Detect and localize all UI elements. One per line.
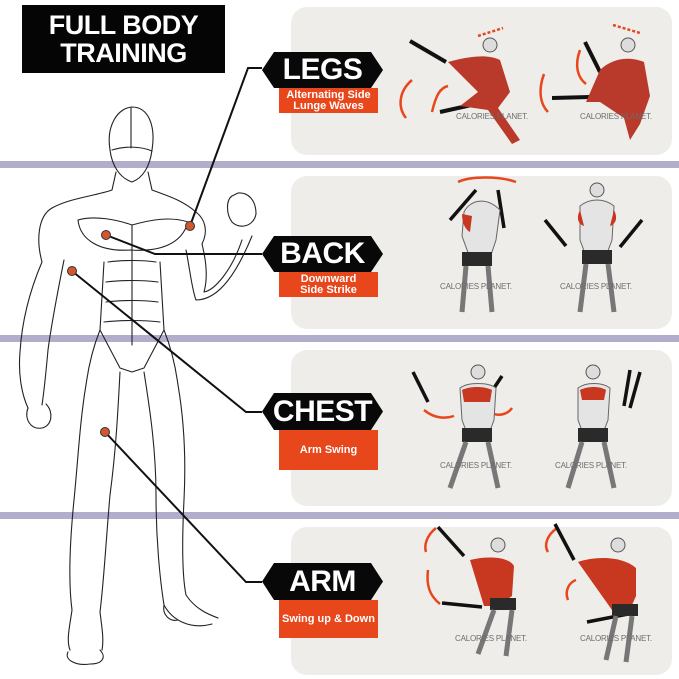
chest-exercise-figures — [411, 364, 642, 489]
legs-exercise-figures — [399, 23, 650, 144]
watermark: CALORIES PLANET. — [580, 112, 652, 121]
back-exercise-figures — [448, 176, 644, 313]
chest-subtitle-line-1: Arm Swing — [299, 443, 358, 456]
watermark: CALORIES PLANET. — [555, 461, 627, 470]
back-label: BACK — [262, 236, 383, 272]
title-line-1: FULL BODY — [48, 10, 199, 40]
legs-subtitle-line-1: Alternating Side — [286, 88, 371, 101]
section-divider — [0, 512, 679, 519]
back-subtitle: Downward Side Strike — [279, 272, 378, 297]
page-title: FULL BODY TRAINING — [22, 5, 225, 73]
watermark: CALORIES PLANET. — [440, 282, 512, 291]
arm-subtitle: Swing up & Down — [279, 600, 378, 638]
legs-subtitle-line-2: Lunge Waves — [293, 99, 364, 112]
arm-subtitle-line-1: Swing up & Down — [282, 612, 375, 625]
watermark: CALORIES PLANET. — [580, 634, 652, 643]
arm-exercise-figures — [424, 523, 638, 663]
muscle-marker-dots — [67, 221, 195, 437]
watermark: CALORIES PLANET. — [455, 634, 527, 643]
watermark: CALORIES PLANET. — [456, 112, 528, 121]
section-divider — [0, 161, 679, 168]
section-divider — [0, 335, 679, 342]
callout-lines — [71, 67, 262, 583]
legs-label: LEGS — [262, 52, 383, 88]
watermark: CALORIES PLANET. — [440, 461, 512, 470]
watermark: CALORIES PLANET. — [560, 282, 632, 291]
legs-subtitle: Alternating Side Lunge Waves — [279, 88, 378, 113]
back-subtitle-line-2: Side Strike — [300, 283, 357, 296]
chest-subtitle: Arm Swing — [279, 430, 378, 470]
chest-label: CHEST — [262, 393, 383, 430]
arm-label: ARM — [262, 563, 383, 600]
back-subtitle-line-1: Downward — [300, 272, 357, 285]
anatomy-figure-icon — [18, 106, 257, 665]
title-line-2: TRAINING — [60, 38, 187, 68]
